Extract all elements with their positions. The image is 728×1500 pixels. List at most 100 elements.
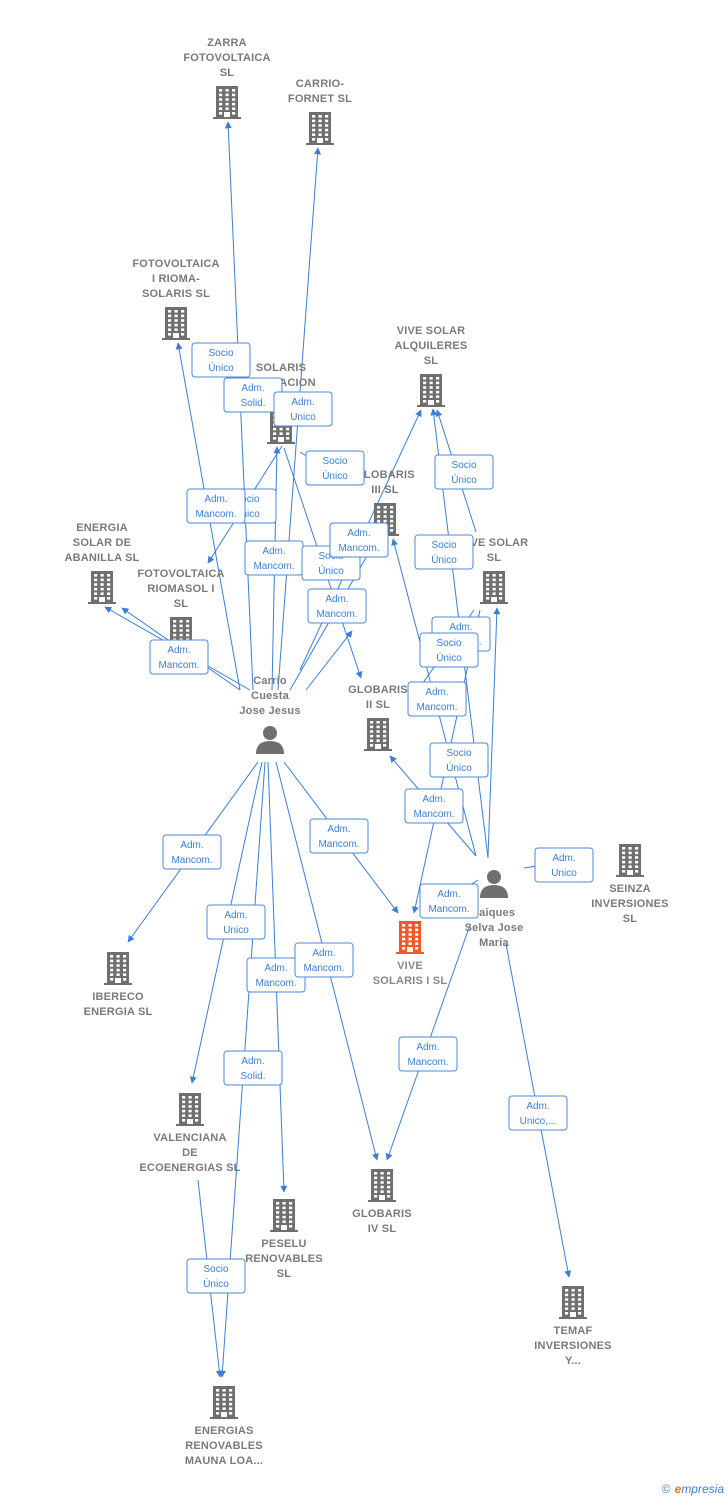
node-label-line: Maria bbox=[479, 937, 509, 949]
relation-label-text: Mancom. bbox=[253, 561, 294, 572]
relation-label[interactable]: Adm.Unico bbox=[534, 847, 594, 883]
node-label-line: IBERECO bbox=[92, 991, 144, 1003]
relation-label-box bbox=[294, 942, 354, 978]
node-label-line: INVERSIONES bbox=[534, 1340, 611, 1352]
node-label-line: Jose Jesus bbox=[239, 705, 300, 717]
relation-label-box bbox=[434, 454, 494, 490]
relation-label-text: Adm. bbox=[327, 824, 350, 835]
relation-label-text: Adm. bbox=[262, 546, 285, 557]
relation-label[interactable]: Adm.Unico bbox=[273, 391, 333, 427]
node-label-line: IV SL bbox=[368, 1223, 397, 1235]
relation-label-text: Único bbox=[208, 361, 234, 374]
relation-label-text: Adm. bbox=[241, 383, 264, 394]
node-label-line: SL bbox=[277, 1268, 292, 1280]
node-label-line: I RIOMA- bbox=[152, 273, 200, 285]
relation-label-box bbox=[407, 681, 467, 717]
relation-label[interactable]: Adm. Mancom. bbox=[398, 1036, 458, 1072]
node-carrio_fornet[interactable]: CARRIO-FORNET SL bbox=[288, 78, 352, 145]
relation-label-text: Socio bbox=[322, 456, 347, 467]
relation-label[interactable]: Adm.Mancom. bbox=[307, 588, 367, 624]
node-label-line: Carrio bbox=[253, 675, 287, 687]
node-label-line: RENOVABLES bbox=[185, 1440, 263, 1452]
relation-label[interactable]: Adm.Mancom. bbox=[407, 681, 467, 717]
person-icon bbox=[480, 870, 508, 898]
relation-label-text: Mancom. bbox=[195, 509, 236, 520]
relation-label-text: Socio bbox=[208, 348, 233, 359]
relation-label-text: Mancom. bbox=[316, 609, 357, 620]
building-icon bbox=[210, 1386, 238, 1419]
relation-label-text: Adm. bbox=[416, 1042, 439, 1053]
relation-label-text: Adm. bbox=[347, 528, 370, 539]
relation-label[interactable]: Adm.Mancom. bbox=[329, 522, 389, 558]
footer-brand[interactable]: ©empresia bbox=[662, 1482, 724, 1496]
relation-label-text: Mancom. bbox=[407, 1057, 448, 1068]
relation-label-box bbox=[162, 834, 222, 870]
node-label-line: GLOBARIS bbox=[355, 469, 415, 481]
node-label-line: SEINZA bbox=[609, 883, 651, 895]
node-globaris4[interactable]: GLOBARIS IV SL bbox=[352, 1169, 412, 1235]
node-label-line: VIVE SOLAR bbox=[397, 325, 466, 337]
relation-label[interactable]: Adm.Mancom. bbox=[419, 883, 479, 919]
relation-label[interactable]: Adm.Mancom. bbox=[149, 639, 209, 675]
relation-label-text: Adm. bbox=[312, 948, 335, 959]
relation-label-box bbox=[429, 742, 489, 778]
building-icon bbox=[559, 1286, 587, 1319]
building-icon bbox=[306, 112, 334, 145]
relation-label[interactable]: Adm.Unico,... bbox=[508, 1095, 568, 1131]
relation-label[interactable]: Adm.Mancom. bbox=[404, 788, 464, 824]
node-label-line: SOLARIS SL bbox=[142, 288, 210, 300]
relation-label[interactable]: Adm. Mancom. bbox=[244, 540, 304, 576]
relation-label-box bbox=[419, 632, 479, 668]
relation-label[interactable]: Adm.Mancom. bbox=[309, 818, 369, 854]
relation-label[interactable]: Adm.Solid. bbox=[223, 1050, 283, 1086]
relation-label[interactable]: Adm.Solid. bbox=[223, 377, 283, 413]
node-label-line: VIVE bbox=[397, 960, 423, 972]
relation-label[interactable]: Adm. Mancom. bbox=[186, 488, 246, 524]
node-label-line: CARRIO- bbox=[296, 78, 345, 90]
relation-label-text: Adm. bbox=[425, 687, 448, 698]
relation-label[interactable]: Adm.Unico bbox=[206, 904, 266, 940]
relation-label-text: Adm. bbox=[204, 494, 227, 505]
relation-label-text: Mancom. bbox=[413, 809, 454, 820]
node-label-line: INVERSIONES bbox=[591, 898, 668, 910]
relation-label-text: Adm. bbox=[449, 622, 472, 633]
relation-label-text: Socio bbox=[436, 638, 461, 649]
node-label-line: MAUNA LOA... bbox=[185, 1455, 263, 1467]
relation-label-box bbox=[404, 788, 464, 824]
edge-jaiques_person-to-vive_solar bbox=[487, 607, 501, 858]
node-label-line: SL bbox=[220, 67, 235, 79]
relation-label-text: Socio bbox=[451, 460, 476, 471]
brand-logo-text: mpresia bbox=[681, 1482, 724, 1496]
relation-label-text: Único bbox=[203, 1277, 229, 1290]
relation-label-text: Mancom. bbox=[158, 660, 199, 671]
relation-label-box bbox=[398, 1036, 458, 1072]
relation-label[interactable]: Adm.Mancom. bbox=[294, 942, 354, 978]
node-label-line: GLOBARIS bbox=[352, 1208, 412, 1220]
node-label-line: FOTOVOLTAICA bbox=[183, 52, 270, 64]
node-label-line: ENERGIA bbox=[76, 522, 128, 534]
relation-label[interactable]: Adm.Mancom. bbox=[162, 834, 222, 870]
node-temaf[interactable]: TEMAFINVERSIONESY... bbox=[534, 1286, 611, 1367]
